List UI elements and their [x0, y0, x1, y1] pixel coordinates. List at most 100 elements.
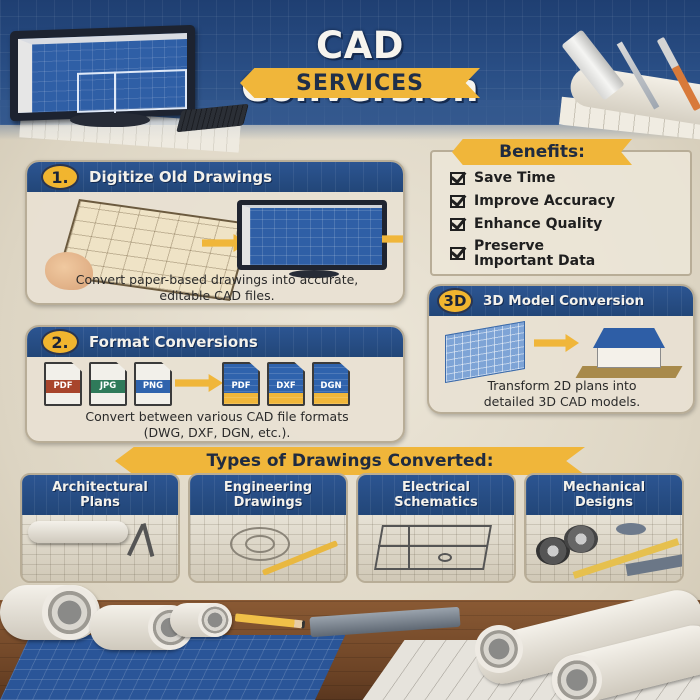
craft-knife-icon	[616, 41, 660, 110]
benefit-label-line: Preserve	[474, 238, 545, 254]
benefits-heading: Benefits:	[499, 142, 585, 162]
title-line: Mechanical	[562, 480, 646, 495]
bearing-icon	[616, 523, 646, 535]
gear-inner-circle	[245, 535, 275, 553]
benefit-label-line: Important Data	[474, 253, 596, 269]
3d-model-panel: 3D 3D Model Conversion Transform 2D plan…	[427, 284, 695, 414]
circuit-line	[378, 545, 488, 547]
roll-end	[475, 625, 523, 673]
3d-badge: 3D	[437, 288, 473, 314]
monitor-icon	[237, 200, 387, 270]
digitize-description: Convert paper-based drawings into accura…	[37, 272, 397, 303]
digitize-panel-header: 1. Digitize Old Drawings	[27, 162, 403, 192]
house-walls	[597, 346, 661, 368]
jpg-file-icon: JPG	[89, 362, 127, 406]
mechanical-illustration	[526, 515, 682, 581]
file-label: DXF	[276, 381, 296, 391]
file-label: PDF	[231, 381, 251, 391]
title-line: Electrical	[402, 480, 470, 495]
blueprint-roll-icon	[28, 521, 128, 543]
format-title: Format Conversions	[89, 333, 258, 351]
benefit-label: Save Time	[474, 170, 556, 186]
pencil-knife-icon	[656, 36, 700, 112]
file-label: PNG	[136, 380, 170, 393]
title-line: Architectural	[52, 480, 148, 495]
cad-screen	[18, 33, 187, 113]
types-ribbon: Types of Drawings Converted:	[115, 447, 585, 475]
circuit-schematic-icon	[374, 525, 492, 570]
digitize-title: Digitize Old Drawings	[89, 168, 273, 186]
description-line: Convert between various CAD file formats	[85, 409, 349, 424]
cad-pdf-file-icon: PDF	[222, 362, 260, 406]
png-file-icon: PNG	[134, 362, 172, 406]
benefit-item: Enhance Quality	[450, 216, 690, 239]
benefit-item: Preserve Important Data	[450, 239, 690, 275]
3d-house-icon	[575, 322, 683, 378]
benefit-label: Improve Accuracy	[474, 193, 616, 209]
gear-icon	[564, 525, 598, 553]
gear-drawing-icon	[230, 527, 290, 561]
checkbox-checked-icon	[450, 218, 465, 231]
file-label: PDF	[46, 380, 80, 393]
circuit-line	[408, 525, 410, 570]
benefit-label: Preserve Important Data	[474, 239, 595, 269]
file-label: DGN	[320, 381, 342, 391]
title-line: Engineering	[223, 480, 313, 495]
monitor-illustration	[10, 24, 195, 122]
description-line: (DWG, DXF, DGN, etc.).	[143, 425, 291, 440]
benefit-item: Save Time	[450, 170, 690, 193]
format-panel: 2. Format Conversions PDF JPG PNG PDF DX…	[25, 325, 405, 443]
monitor-stand	[70, 113, 150, 127]
step-badge: 1.	[41, 164, 79, 190]
benefits-list: Save Time Improve Accuracy Enhance Quali…	[450, 170, 690, 275]
description-line: detailed 3D CAD models.	[483, 394, 641, 409]
subtitle-ribbon: SERVICES	[240, 68, 480, 98]
arrow-right-icon	[534, 334, 579, 352]
scale-ruler-icon	[561, 29, 625, 101]
dgn-file-icon: DGN	[312, 362, 350, 406]
house-roof	[593, 328, 665, 348]
types-heading: Types of Drawings Converted:	[206, 451, 494, 471]
dxf-file-icon: DXF	[267, 362, 305, 406]
step-badge: 2.	[41, 329, 79, 355]
compass-leg	[141, 523, 155, 557]
digitize-panel: 1. Digitize Old Drawings Convert paper-b…	[25, 160, 405, 305]
title-line: Schematics	[394, 495, 478, 510]
benefits-ribbon: Benefits:	[452, 139, 632, 165]
benefit-item: Improve Accuracy	[450, 193, 690, 216]
roll-end	[198, 603, 232, 637]
title-line: Designs	[574, 495, 634, 510]
checkbox-checked-icon	[450, 172, 465, 185]
description-line: Convert paper-based drawings into accura…	[75, 272, 359, 287]
drafting-tools-illustration	[540, 20, 700, 140]
format-description: Convert between various CAD file formats…	[37, 409, 397, 441]
title-line: Drawings	[233, 495, 303, 510]
checkbox-checked-icon	[450, 195, 465, 208]
arrow-right-icon	[175, 374, 223, 392]
subtitle-text: SERVICES	[295, 70, 425, 96]
3d-title: 3D Model Conversion	[483, 293, 645, 309]
cad-screen	[242, 205, 382, 265]
title-line: Plans	[80, 495, 120, 510]
floor-plan-icon	[77, 69, 187, 113]
roll-end	[42, 585, 97, 640]
checkbox-checked-icon	[450, 247, 465, 260]
monitor-stand	[289, 270, 339, 278]
benefit-label: Enhance Quality	[474, 216, 603, 232]
pdf-file-icon: PDF	[44, 362, 82, 406]
description-line: editable CAD files.	[159, 288, 275, 303]
circuit-component	[438, 553, 452, 562]
file-label: JPG	[91, 380, 125, 393]
wireframe-building-icon	[445, 320, 525, 384]
format-panel-header: 2. Format Conversions	[27, 327, 403, 357]
3d-panel-header: 3D 3D Model Conversion	[429, 286, 693, 316]
roll-end	[552, 655, 602, 700]
